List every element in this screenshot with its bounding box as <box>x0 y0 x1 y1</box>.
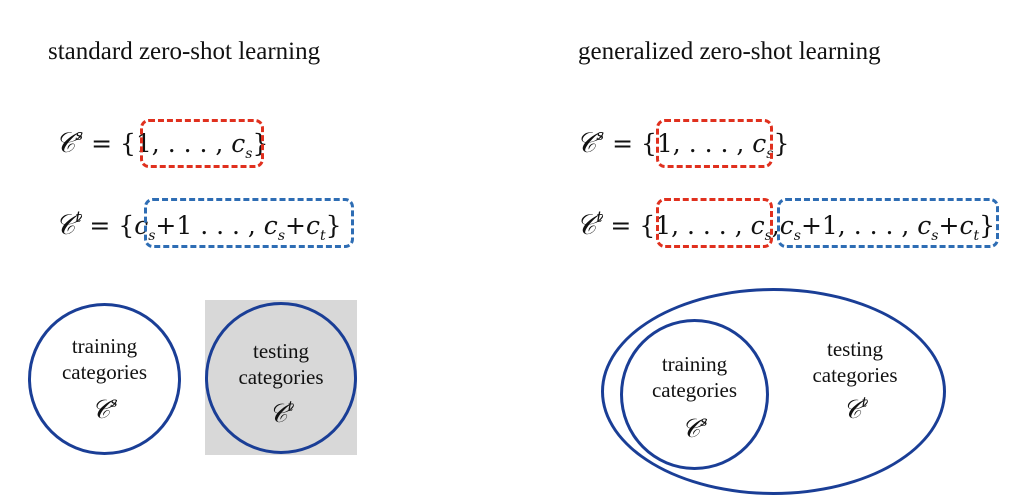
set-c: c <box>779 211 794 240</box>
unseen-classes-box <box>777 198 999 248</box>
testing-categories-circle <box>205 302 357 454</box>
subscript: t <box>973 228 980 244</box>
open-brace: { <box>118 211 135 240</box>
subscript: s <box>931 228 939 244</box>
testing-label: testing categories <box>780 336 930 388</box>
superscript: t <box>596 208 603 226</box>
left-eq-seen: 𝒞s = {1, . . . , cs} <box>55 126 269 162</box>
set-c: c <box>959 211 974 240</box>
cal-c-symbol: 𝒞 <box>842 395 862 425</box>
cal-c-symbol: 𝒞 <box>55 208 76 241</box>
set-body: 1, . . . , <box>135 129 232 158</box>
open-brace: { <box>119 129 136 158</box>
close-brace: } <box>979 211 995 240</box>
right-eq-seen: 𝒞s = {1, . . . , cs} <box>576 126 790 162</box>
superscript: t <box>861 395 868 411</box>
right-eq-unseen: 𝒞t = {1, . . . , cs,cs+1, . . . , cs+ct} <box>576 208 995 244</box>
subscript: s <box>766 146 774 162</box>
set-c: c <box>752 129 767 158</box>
label-line: training <box>71 334 138 358</box>
training-categories-circle <box>620 319 769 470</box>
set-c: c <box>917 211 932 240</box>
label-line: training <box>661 352 728 376</box>
right-heading: generalized zero-shot learning <box>578 38 881 65</box>
open-brace: { <box>640 129 657 158</box>
testing-categories-ellipse <box>601 288 946 495</box>
testing-label: testing categories <box>205 338 357 390</box>
label-line: categories <box>651 378 738 402</box>
subscript: s <box>277 228 285 244</box>
subscript: s <box>764 228 772 244</box>
subscript: t <box>319 228 326 244</box>
unseen-classes-box <box>144 198 354 248</box>
left-eq-unseen: 𝒞t = {cs+1 . . . , cs+ct} <box>55 208 342 244</box>
training-label: training categories <box>28 333 181 385</box>
plus-sign: + <box>938 211 960 240</box>
set-body: +1, . . . , <box>800 211 918 240</box>
label-line: categories <box>61 360 148 384</box>
left-heading: standard zero-shot learning <box>48 38 321 65</box>
set-c: c <box>231 129 246 158</box>
label-line: testing <box>253 339 309 363</box>
close-brace: } <box>252 129 269 158</box>
equals-sign: = <box>89 211 111 240</box>
equals-sign: = <box>610 211 632 240</box>
cal-c-symbol: 𝒞 <box>91 395 111 425</box>
seen-classes-box <box>656 119 773 168</box>
label-line: categories <box>238 365 324 389</box>
subscript: s <box>148 228 156 244</box>
comma: , <box>771 211 780 240</box>
equals-sign: = <box>91 129 113 158</box>
set-c: c <box>263 211 278 240</box>
superscript: s <box>700 414 708 430</box>
training-categories-circle <box>28 303 181 455</box>
superscript: s <box>75 126 84 144</box>
cal-c-symbol: 𝒞 <box>681 414 701 444</box>
testing-symbol: 𝒞t <box>780 395 930 426</box>
label-line: categories <box>812 363 898 387</box>
set-c: c <box>305 211 320 240</box>
cal-c-symbol: 𝒞 <box>268 399 288 429</box>
label-line: testing <box>827 337 883 361</box>
testing-symbol: 𝒞t <box>205 399 357 430</box>
close-brace: } <box>325 211 342 240</box>
close-brace: } <box>773 129 790 158</box>
seen-classes-box <box>140 119 264 168</box>
training-label: training categories <box>620 351 769 403</box>
superscript: t <box>75 208 82 226</box>
superscript: s <box>110 395 118 411</box>
plus-sign: + <box>285 211 306 240</box>
cal-c-symbol: 𝒞 <box>576 208 597 241</box>
subscript: s <box>245 146 253 162</box>
cal-c-symbol: 𝒞 <box>55 126 76 159</box>
superscript: s <box>596 126 605 144</box>
open-brace: { <box>639 211 656 240</box>
subscript: s <box>793 228 801 244</box>
training-symbol: 𝒞s <box>28 395 181 426</box>
superscript: t <box>287 399 294 415</box>
set-c: c <box>750 211 765 240</box>
cal-c-symbol: 𝒞 <box>576 126 597 159</box>
training-symbol: 𝒞s <box>620 414 769 445</box>
set-body: 1, . . . , <box>655 211 751 240</box>
seen-classes-box <box>656 198 773 248</box>
set-body: 1, . . . , <box>656 129 753 158</box>
set-body: +1 . . . , <box>155 211 264 240</box>
equals-sign: = <box>612 129 634 158</box>
